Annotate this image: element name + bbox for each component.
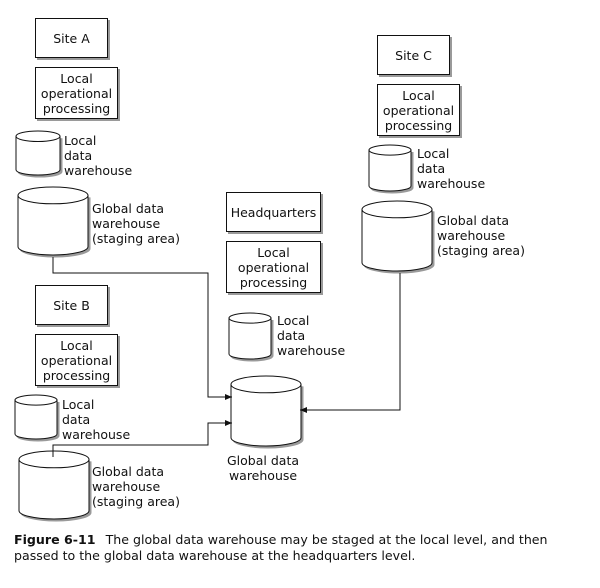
connector-site-a-to-hq	[52, 257, 232, 400]
site-a-title: Site A	[53, 30, 90, 46]
site-a-local-dw-icon	[15, 130, 63, 178]
site-a-global-dw-icon	[17, 186, 91, 258]
site-c-global-dw-icon	[361, 200, 435, 274]
site-c-title: Site C	[395, 47, 432, 63]
site-a-title-box: Site A	[35, 18, 108, 58]
figure-caption-text: The global data warehouse may be staged …	[14, 532, 548, 563]
figure-label: Figure 6-11	[14, 532, 96, 547]
site-b-global-dw-icon	[18, 450, 92, 522]
connector-site-c-to-hq	[300, 273, 401, 413]
hq-title: Headquarters	[230, 204, 317, 220]
site-b-title-box: Site B	[35, 285, 108, 325]
hq-global-dw-icon	[230, 375, 304, 449]
site-c-local-dw-icon	[368, 144, 414, 194]
connector-site-b-to-hq	[52, 420, 232, 457]
hq-local-dw-icon	[228, 312, 274, 362]
site-c-title-box: Site C	[377, 35, 450, 75]
site-b-local-dw-icon	[14, 394, 60, 442]
hq-title-box: Headquarters	[226, 192, 321, 232]
site-b-title: Site B	[53, 297, 90, 313]
